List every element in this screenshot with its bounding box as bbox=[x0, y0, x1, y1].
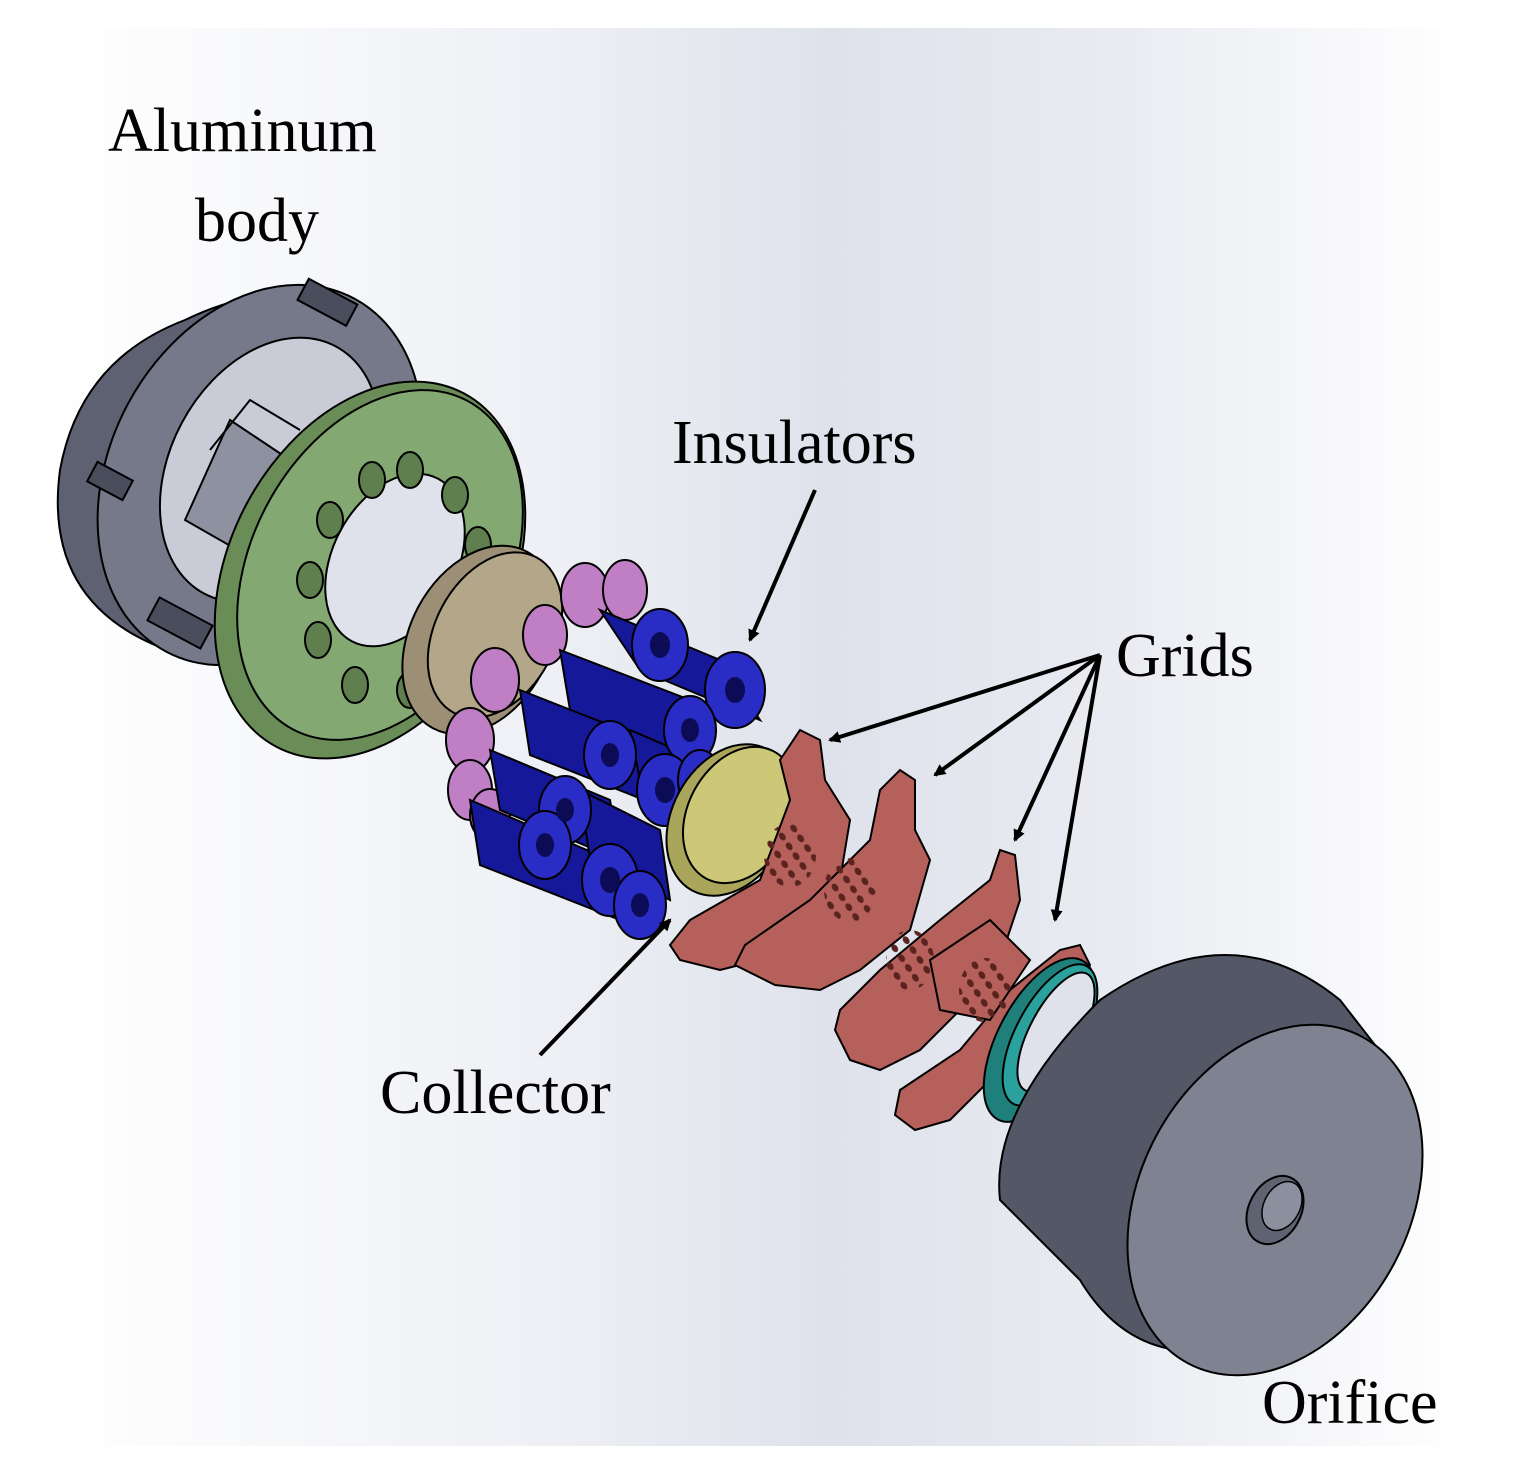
aluminum-body-label-line1: Aluminum bbox=[108, 97, 377, 165]
grids-arrow-3 bbox=[1013, 654, 1102, 842]
grids-arrow-4 bbox=[1050, 654, 1102, 922]
grids-arrow-2 bbox=[933, 653, 1102, 777]
insulators-arrow bbox=[748, 489, 817, 642]
grids-arrow-1 bbox=[828, 653, 1101, 743]
grids-part bbox=[668, 728, 1092, 1132]
collector-arrow bbox=[538, 918, 672, 1057]
orifice-part bbox=[998, 954, 1424, 1377]
insulators-part bbox=[468, 607, 766, 940]
collector-label: Collector bbox=[380, 1059, 611, 1127]
grid-plate-2 bbox=[733, 768, 932, 992]
aluminum-body-label-line2: body bbox=[195, 187, 319, 255]
orifice-label: Orifice bbox=[1262, 1369, 1438, 1437]
grid-plate-3 bbox=[833, 848, 1022, 1072]
grids-label: Grids bbox=[1116, 622, 1254, 690]
insulators-label: Insulators bbox=[672, 409, 917, 477]
